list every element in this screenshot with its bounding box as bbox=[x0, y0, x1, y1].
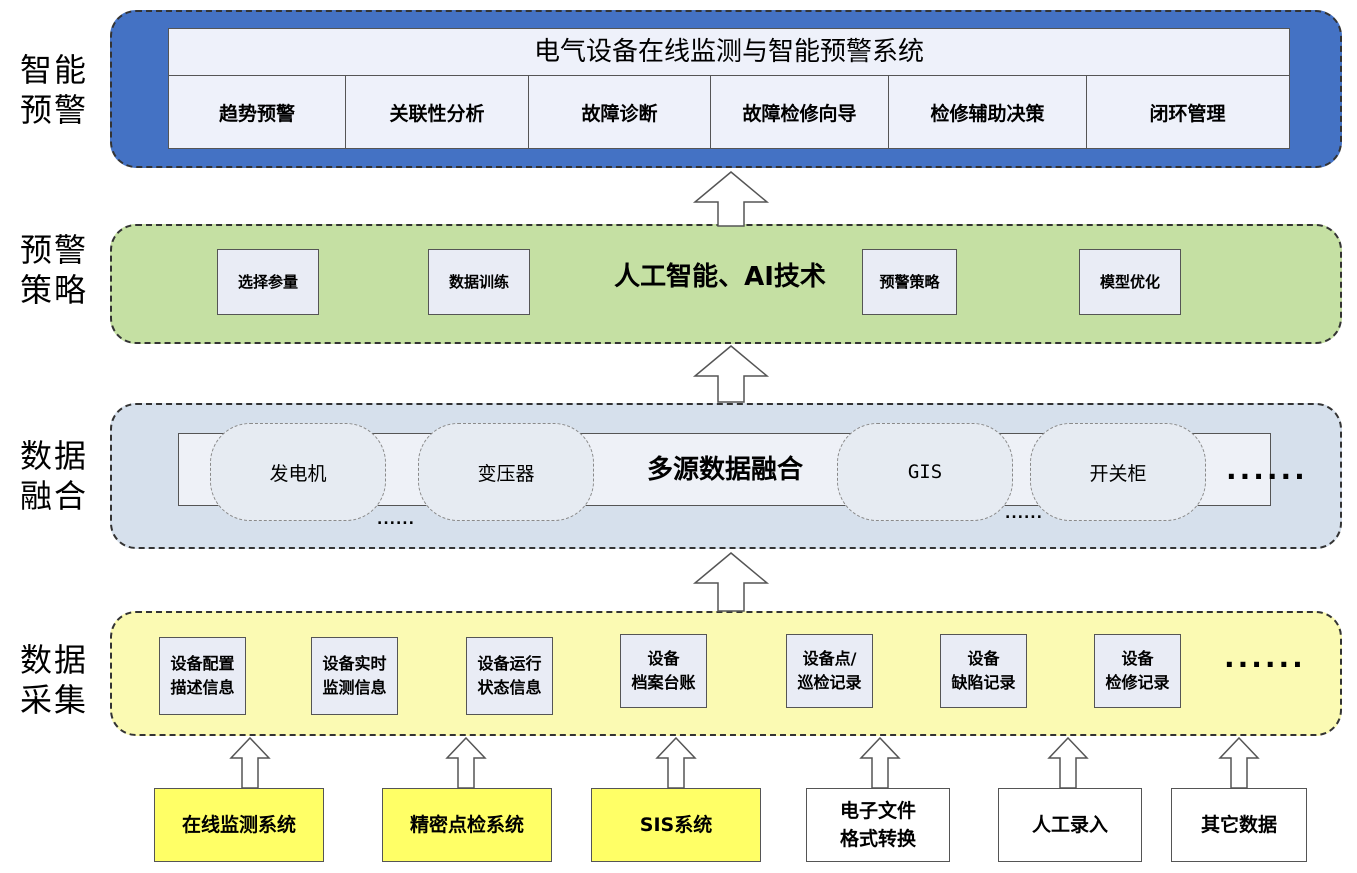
strategy-step-box: 预警策略 bbox=[862, 249, 957, 315]
equipment-pill: 发电机 bbox=[210, 423, 386, 521]
layer-label-strategy: 预警 策略 bbox=[20, 231, 89, 309]
ellipsis-small: ...... bbox=[377, 512, 415, 528]
data-source-box: SIS系统 bbox=[591, 788, 761, 862]
up-arrow-icon bbox=[692, 345, 770, 403]
ellipsis-large: ...... bbox=[1224, 641, 1306, 674]
collection-item-box: 设备配置 描述信息 bbox=[159, 637, 246, 715]
warning-function-row: 趋势预警 关联性分析 故障诊断 故障检修向导 检修辅助决策 闭环管理 bbox=[169, 76, 1289, 148]
equipment-pill: GIS bbox=[837, 423, 1013, 521]
function-cell: 故障检修向导 bbox=[711, 76, 889, 148]
ellipsis-small: ...... bbox=[1005, 506, 1043, 522]
data-source-box: 精密点检系统 bbox=[382, 788, 552, 862]
data-source-box: 电子文件 格式转换 bbox=[806, 788, 950, 862]
layer-label-collect: 数据 采集 bbox=[20, 641, 89, 719]
up-arrow-icon bbox=[445, 736, 487, 789]
equipment-pill: 开关柜 bbox=[1030, 423, 1206, 521]
strategy-step-box: 选择参量 bbox=[217, 249, 319, 315]
up-arrow-icon bbox=[655, 736, 697, 789]
up-arrow-icon bbox=[692, 552, 770, 612]
warning-system-title: 电气设备在线监测与智能预警系统 bbox=[169, 29, 1289, 76]
collection-item-box: 设备 档案台账 bbox=[620, 634, 707, 708]
strategy-step-box: 模型优化 bbox=[1079, 249, 1181, 315]
collection-item-box: 设备运行 状态信息 bbox=[466, 637, 553, 715]
up-arrow-icon bbox=[229, 736, 271, 789]
equipment-pill: 变压器 bbox=[418, 423, 594, 521]
ellipsis-large: ...... bbox=[1226, 453, 1308, 486]
collection-item-box: 设备 缺陷记录 bbox=[940, 634, 1027, 708]
up-arrow-icon bbox=[1047, 736, 1089, 789]
data-source-box: 其它数据 bbox=[1171, 788, 1307, 862]
function-cell: 闭环管理 bbox=[1087, 76, 1288, 148]
collection-item-box: 设备点/ 巡检记录 bbox=[786, 634, 873, 708]
layer-label-fusion: 数据 融合 bbox=[20, 437, 89, 515]
ai-technology-title: 人工智能、AI技术 bbox=[614, 262, 826, 292]
function-cell: 关联性分析 bbox=[346, 76, 529, 148]
collection-item-box: 设备 检修记录 bbox=[1094, 634, 1181, 708]
warning-system-table: 电气设备在线监测与智能预警系统 趋势预警 关联性分析 故障诊断 故障检修向导 检… bbox=[168, 28, 1290, 149]
function-cell: 趋势预警 bbox=[169, 76, 346, 148]
up-arrow-icon bbox=[859, 736, 901, 789]
data-source-box: 在线监测系统 bbox=[154, 788, 324, 862]
function-cell: 故障诊断 bbox=[529, 76, 711, 148]
function-cell: 检修辅助决策 bbox=[889, 76, 1087, 148]
collection-item-box: 设备实时 监测信息 bbox=[311, 637, 398, 715]
layer-label-warning: 智能 预警 bbox=[20, 51, 89, 129]
up-arrow-icon bbox=[692, 171, 770, 227]
up-arrow-icon bbox=[1218, 736, 1260, 789]
data-source-box: 人工录入 bbox=[998, 788, 1142, 862]
fusion-title: 多源数据融合 bbox=[646, 455, 803, 485]
strategy-step-box: 数据训练 bbox=[428, 249, 530, 315]
